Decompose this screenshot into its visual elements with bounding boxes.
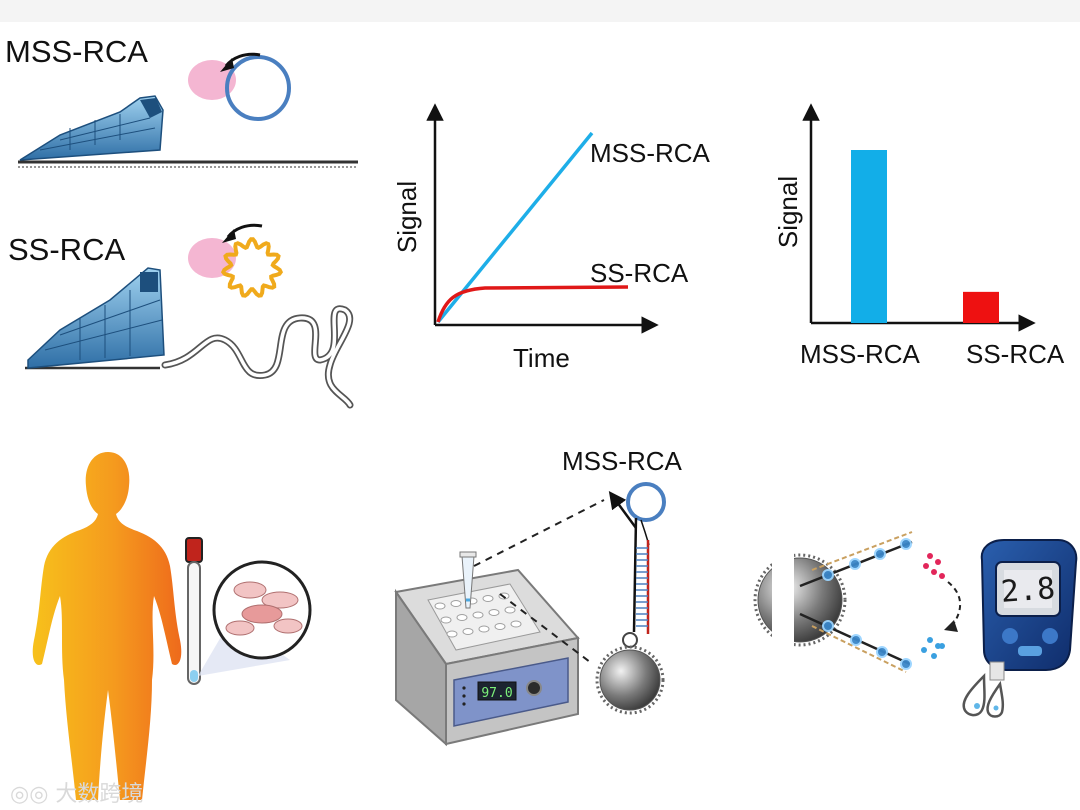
heating-block-well [446, 630, 458, 638]
probe-bead-star [900, 538, 912, 550]
bar-chart [802, 103, 1036, 332]
mss-rca-construct-label: MSS-RCA [562, 446, 682, 476]
mss-rca-bead-construct [595, 482, 666, 715]
ss-rca-series-line [436, 285, 629, 323]
watermark-text: 大数跨境 [55, 782, 144, 807]
heating-block-well [488, 609, 500, 616]
heating-block-well [482, 595, 494, 602]
heating-block-well [478, 625, 490, 633]
probe-bead-star [900, 658, 912, 670]
bar-ss-rca [963, 291, 999, 323]
glucose-dots-transfer [921, 553, 962, 659]
line-chart-ss-label: SS-RCA [590, 258, 689, 288]
probe-bead-star [822, 569, 834, 581]
heating-block-well [462, 628, 474, 635]
cells-magnified-circle [212, 560, 312, 660]
mss-rca-train-illustration [18, 95, 358, 168]
heating-block-well [494, 623, 506, 630]
bar-mss-rca [851, 150, 887, 323]
bar-chart-ylabel: Signal [773, 176, 803, 248]
ss-rca-polymerase-star-circle [188, 223, 284, 298]
bead-probe-assembly [753, 531, 913, 673]
heating-block-well [440, 616, 452, 624]
meter-display-readout: 2.8 [1000, 571, 1056, 610]
line-chart-ylabel: Signal [392, 181, 422, 253]
watermark: ◎◎ 大数跨境 [10, 776, 143, 808]
top-strip [0, 0, 1080, 22]
probe-bead-star [822, 620, 834, 632]
ss-rca-title: SS-RCA [8, 232, 126, 267]
line-chart-xlabel: Time [513, 343, 570, 373]
glucose-meter [962, 539, 1078, 718]
bar-chart-category-mss: MSS-RCA [800, 339, 920, 369]
heating-block-well [472, 611, 484, 619]
zoom-dashed-lines [473, 499, 605, 663]
heating-block-well [504, 606, 516, 614]
probe-bead-star [876, 646, 888, 658]
probe-bead-star [849, 558, 861, 570]
ss-rca-train-illustration [25, 267, 354, 409]
human-silhouette [32, 452, 182, 800]
mss-rca-title: MSS-RCA [5, 34, 148, 69]
line-chart [426, 103, 659, 334]
bar-chart-category-ss: SS-RCA [966, 339, 1065, 369]
watermark-logo-icon: ◎◎ [10, 782, 56, 807]
heating-block-well [434, 602, 446, 610]
heating-block-well [456, 614, 468, 621]
device-display-readout: 97.0 [481, 686, 512, 701]
probe-bead-star [850, 634, 862, 646]
heating-block-device [394, 551, 580, 747]
line-chart-mss-label: MSS-RCA [590, 138, 710, 168]
heating-block-well [510, 620, 522, 628]
mss-rca-polymerase-circle [188, 52, 291, 121]
heating-block-well [450, 600, 462, 607]
probe-bead-star [874, 548, 886, 560]
